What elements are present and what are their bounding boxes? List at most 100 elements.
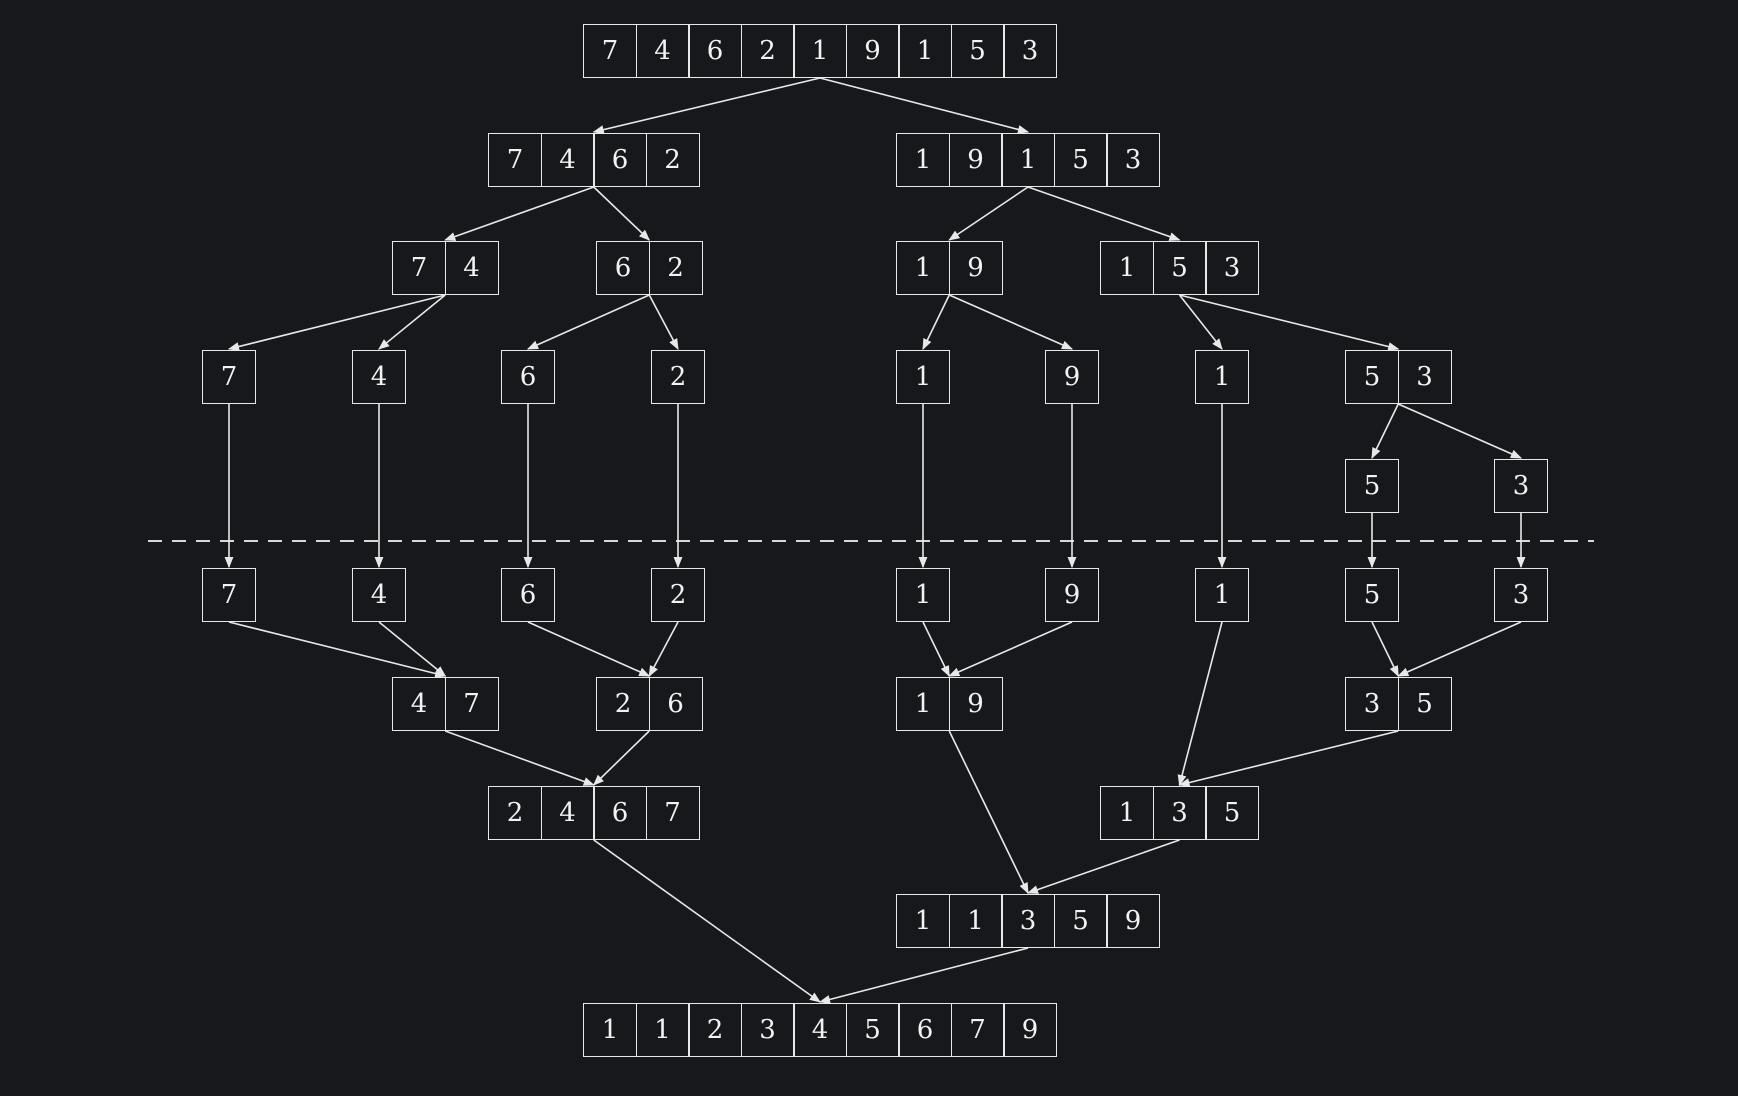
array-cell: 9 (1106, 894, 1160, 948)
edge-arrow (922, 621, 950, 678)
array-cell: 5 (1345, 350, 1399, 404)
array-cell: 7 (202, 350, 256, 404)
array-cell: 9 (1045, 350, 1099, 404)
array-cell: 6 (596, 241, 650, 295)
array-cell: 6 (648, 677, 703, 731)
array-cell: 3 (1494, 568, 1548, 622)
edge-arrow (378, 621, 447, 677)
array-cell: 4 (793, 1003, 847, 1057)
edge-arrow (648, 621, 679, 677)
array-cell: 7 (583, 24, 637, 78)
edge-arrow (592, 730, 650, 786)
array-node-s5: 5 (1345, 459, 1399, 513)
array-cell: 1 (1195, 568, 1249, 622)
array-cell: 5 (845, 1003, 900, 1057)
array-cell: 1 (896, 241, 950, 295)
array-cell: 2 (688, 1003, 742, 1057)
array-cell: 6 (501, 568, 555, 622)
array-node-m2: 2 (651, 568, 705, 622)
array-cell: 2 (645, 133, 700, 187)
array-cell: 1 (793, 24, 847, 78)
edge-arrow (922, 294, 950, 351)
array-cell: 4 (635, 24, 690, 78)
edge-arrow (1026, 839, 1180, 894)
edge-arrow (593, 839, 821, 1003)
array-cell: 7 (392, 241, 446, 295)
array-node-s1b: 1 (1195, 350, 1249, 404)
array-cell: 4 (444, 241, 499, 295)
array-cell: 9 (1003, 1003, 1057, 1057)
edge-arrow (1371, 403, 1399, 460)
edge-arrow (948, 186, 1029, 241)
array-node-s2: 2 (651, 350, 705, 404)
array-node-s7: 7 (202, 350, 256, 404)
array-cell: 2 (488, 786, 542, 840)
array-node-m9: 9 (1045, 568, 1099, 622)
array-cell: 3 (1003, 24, 1057, 78)
array-cell: 4 (352, 350, 406, 404)
array-cell: 1 (896, 133, 950, 187)
edge-arrow (1397, 403, 1523, 459)
array-cell: 3 (1205, 241, 1259, 295)
array-node-m1b: 1 (1195, 568, 1249, 622)
edge-arrow (378, 294, 446, 350)
array-node-m1a: 1 (896, 568, 950, 622)
array-cell: 5 (950, 24, 1005, 78)
array-cell: 6 (593, 133, 647, 187)
array-cell: 2 (740, 24, 795, 78)
array-cell: 6 (898, 1003, 952, 1057)
edge-arrow (948, 621, 1073, 677)
edge-arrow (228, 621, 447, 678)
array-cell: 2 (596, 677, 650, 731)
array-cell: 4 (352, 568, 406, 622)
array-cell: 5 (1152, 241, 1207, 295)
array-cell: 5 (1345, 568, 1399, 622)
edge-arrow (1178, 294, 1223, 350)
array-cell: 5 (1397, 677, 1452, 731)
array-cell: 1 (896, 677, 950, 731)
edge-arrow (819, 77, 1030, 134)
array-cell: 5 (1345, 459, 1399, 513)
array-cell: 2 (651, 350, 705, 404)
array-cell: 1 (896, 894, 950, 948)
edge-arrow (1371, 621, 1399, 678)
edge-arrow (444, 730, 595, 786)
array-cell: 6 (501, 350, 555, 404)
array-cell: 7 (444, 677, 499, 731)
array-cell: 1 (896, 568, 950, 622)
array-cell: 6 (593, 786, 647, 840)
array-node-m7: 7 (202, 568, 256, 622)
array-cell: 7 (202, 568, 256, 622)
array-cell: 9 (845, 24, 900, 78)
array-node-s1a: 1 (896, 350, 950, 404)
array-cell: 2 (651, 568, 705, 622)
array-cell: 1 (1195, 350, 1249, 404)
edge-arrow (444, 186, 595, 241)
array-cell: 9 (948, 241, 1003, 295)
edge-arrow (1179, 294, 1400, 351)
array-cell: 1 (898, 24, 952, 78)
array-cell: 3 (1106, 133, 1160, 187)
edge-arrow (948, 730, 1029, 895)
array-cell: 9 (948, 677, 1003, 731)
edge-arrow (1397, 621, 1522, 677)
array-cell: 1 (1100, 786, 1154, 840)
array-cell: 9 (948, 133, 1003, 187)
array-cell: 7 (645, 786, 700, 840)
edge-arrow (227, 294, 446, 351)
array-cell: 3 (740, 1003, 795, 1057)
array-cell: 7 (488, 133, 542, 187)
array-node-m4: 4 (352, 568, 406, 622)
